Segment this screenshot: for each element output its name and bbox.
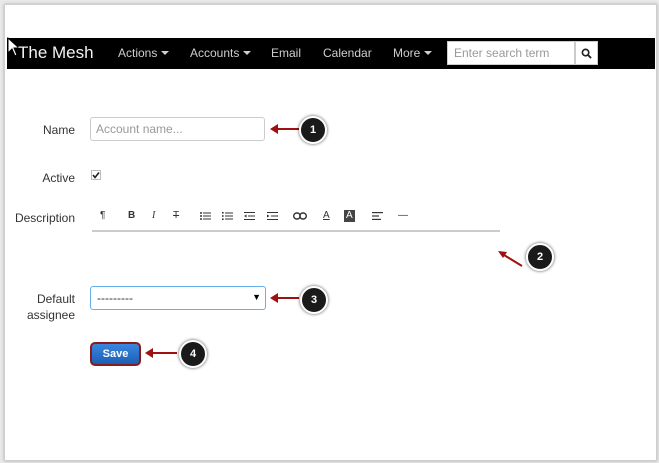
nav-actions-label: Actions	[118, 46, 158, 60]
default-assignee-select[interactable]: --------- ▼	[90, 286, 266, 310]
dropdown-arrow-icon: ▼	[252, 292, 261, 302]
italic-button[interactable]: I	[152, 210, 156, 221]
nav-more-label: More	[393, 46, 421, 60]
nav-more[interactable]: More	[393, 46, 433, 60]
search-input[interactable]	[447, 41, 575, 65]
save-button[interactable]: Save	[90, 342, 141, 366]
outdent-icon[interactable]	[244, 212, 255, 220]
paragraph-format-button[interactable]: ¶	[100, 210, 106, 221]
brand-title[interactable]: The Mesh	[18, 43, 94, 62]
caret-down-icon	[161, 51, 170, 55]
account-name-input[interactable]	[90, 117, 265, 141]
default-assignee-label: Default assignee	[20, 291, 75, 323]
default-assignee-selected: ---------	[97, 291, 133, 305]
description-label: Description	[14, 211, 75, 225]
link-icon[interactable]	[293, 212, 307, 220]
nav-accounts[interactable]: Accounts	[190, 46, 252, 60]
nav-actions[interactable]: Actions	[118, 46, 170, 60]
numbered-list-icon[interactable]	[222, 212, 233, 220]
description-editor-toolbar: ¶ B I T A A —	[92, 206, 500, 232]
indent-icon[interactable]	[267, 212, 278, 220]
default-assignee-label-line1: Default	[36, 292, 75, 306]
callout-badge-1: 1	[299, 116, 327, 144]
horizontal-rule-button[interactable]: —	[398, 210, 408, 221]
caret-down-icon	[243, 51, 252, 55]
default-assignee-label-line2: assignee	[26, 308, 75, 322]
callout-badge-2: 2	[526, 243, 554, 271]
search-group	[447, 41, 598, 65]
align-icon[interactable]	[372, 212, 383, 220]
bullet-list-icon[interactable]	[200, 212, 211, 220]
search-button[interactable]	[575, 41, 598, 65]
callout-badge-3: 3	[300, 286, 328, 314]
mouse-cursor-icon	[7, 37, 21, 57]
font-color-button[interactable]: A	[323, 210, 330, 221]
bold-button[interactable]: B	[128, 210, 136, 221]
nav-email[interactable]: Email	[271, 46, 302, 60]
callout-badge-4: 4	[179, 340, 207, 368]
active-label: Active	[42, 171, 75, 185]
nav-calendar[interactable]: Calendar	[323, 46, 372, 60]
strikethrough-button[interactable]: T	[173, 210, 180, 221]
active-checkbox[interactable]	[91, 170, 101, 180]
background-color-button[interactable]: A	[344, 210, 355, 222]
top-navbar: The Mesh Actions Accounts Email Calendar…	[7, 37, 655, 69]
nav-accounts-label: Accounts	[190, 46, 240, 60]
caret-down-icon	[424, 51, 433, 55]
window-frame	[4, 4, 657, 461]
name-label: Name	[42, 123, 75, 137]
search-icon	[581, 48, 592, 59]
